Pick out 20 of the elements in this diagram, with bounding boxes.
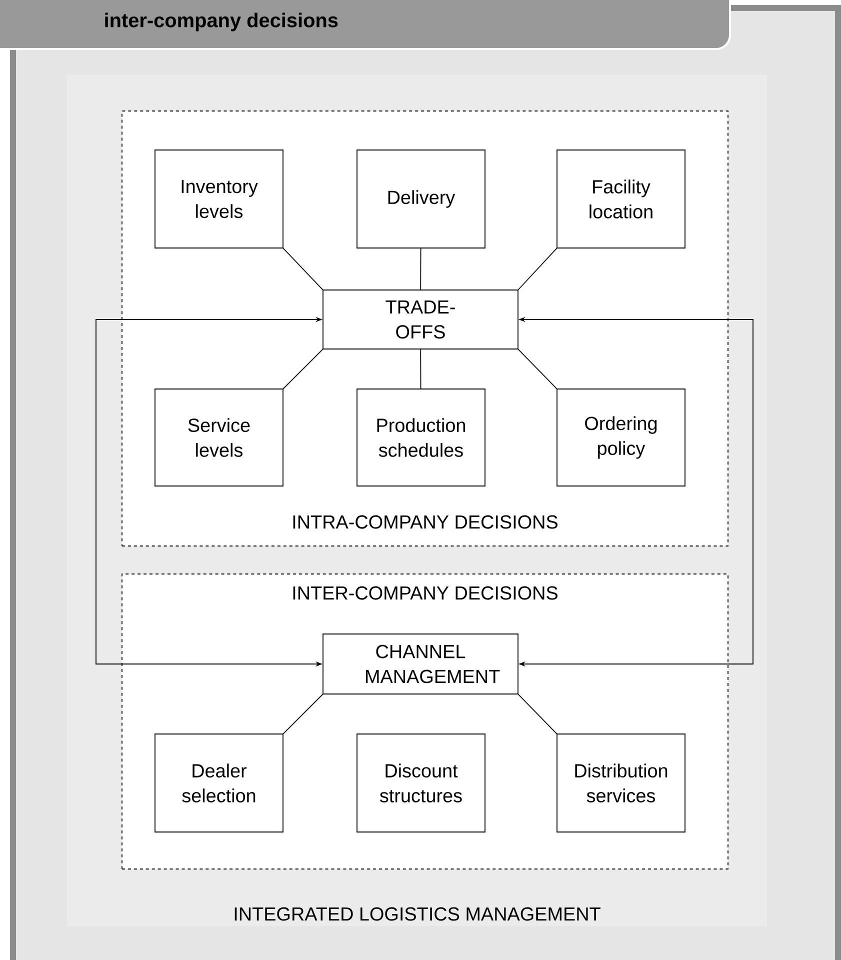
decision-box: Service levels (154, 388, 284, 486)
connector-line (282, 248, 324, 290)
decision-box: Delivery (356, 150, 486, 248)
connector-line (518, 248, 558, 290)
decision-box: Inventory levels (154, 150, 284, 248)
decision-box: Ordering policy (556, 388, 686, 486)
title: inter-company decisions (105, 12, 338, 32)
decision-box: Facility location (556, 150, 686, 248)
decision-box: TRADE-OFFS (322, 290, 518, 350)
decision-box: Production schedules (356, 388, 486, 486)
connector-line (518, 694, 558, 734)
decision-box: Dealer selection (154, 734, 284, 832)
connector-line (282, 694, 324, 734)
connector-line (518, 348, 558, 390)
decision-box: Discount structures (356, 734, 486, 832)
connector-line (282, 348, 324, 390)
connector-line (420, 349, 422, 389)
decision-box: Distribution services (556, 734, 686, 832)
decision-box: CHANNEL MANAGEMENT (322, 634, 518, 694)
connector-line (420, 248, 422, 290)
